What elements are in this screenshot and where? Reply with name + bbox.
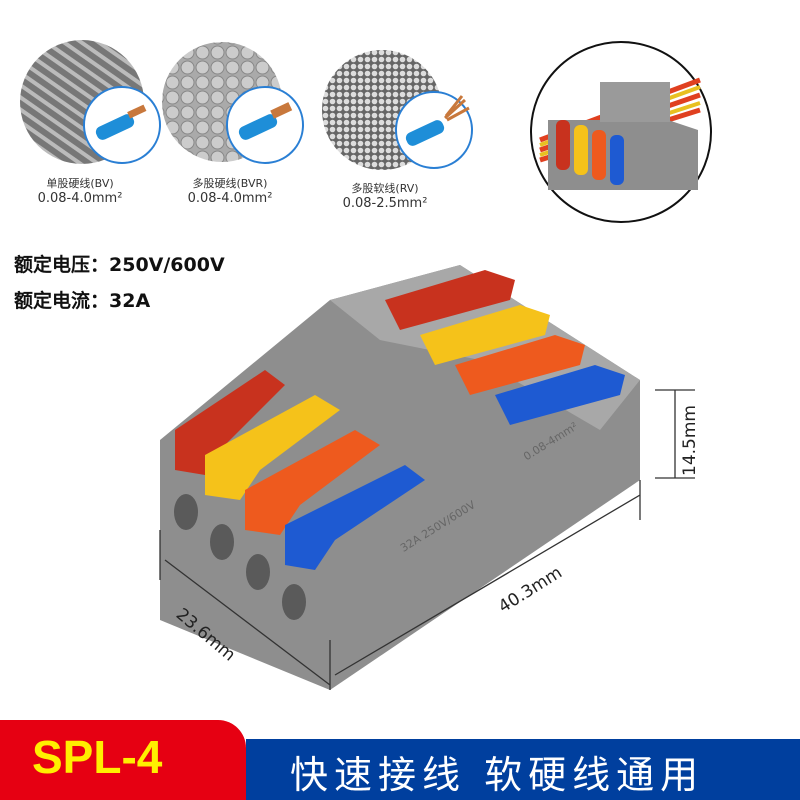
model-name: SPL-4: [32, 731, 163, 783]
banner-model-bg: [0, 720, 246, 800]
wire-type-range: 0.08-4.0mm²: [37, 191, 123, 206]
wire-type-name: 单股硬线(BV): [46, 177, 114, 190]
wire-type-bv: 单股硬线(BV)0.08-4.0mm²: [20, 175, 140, 206]
wire-illustrations: [20, 40, 712, 223]
wire-type-bvr: 多股硬线(BVR)0.08-4.0mm²: [170, 175, 290, 206]
rated-voltage: 额定电压：250V/600V: [14, 254, 225, 276]
solid-wire-icon: [20, 40, 161, 164]
lever-row-back: [385, 270, 625, 425]
banner-slogan-bg: [246, 739, 800, 800]
product-detail-circle: [530, 41, 712, 223]
wire-type-rv: 多股软线(RV)0.08-2.5mm²: [325, 180, 445, 211]
wire-type-range: 0.08-4.0mm²: [187, 191, 273, 206]
height-dimension: 14.5mm: [680, 405, 700, 476]
product-image: [159, 265, 695, 690]
wire-type-range: 0.08-2.5mm²: [342, 196, 428, 211]
lever-row-front: [175, 370, 425, 570]
rated-current: 额定电流：32A: [14, 290, 151, 312]
wire-type-name: 多股硬线(BVR): [192, 177, 268, 190]
stranded-hard-wire-icon: [162, 42, 304, 164]
wire-ports: [174, 494, 306, 620]
wire-type-name: 多股软线(RV): [351, 182, 419, 195]
slogan: 快速接线 软硬线通用: [290, 753, 705, 797]
dimension-lines: [159, 389, 695, 690]
stranded-soft-wire-icon: [322, 50, 473, 170]
